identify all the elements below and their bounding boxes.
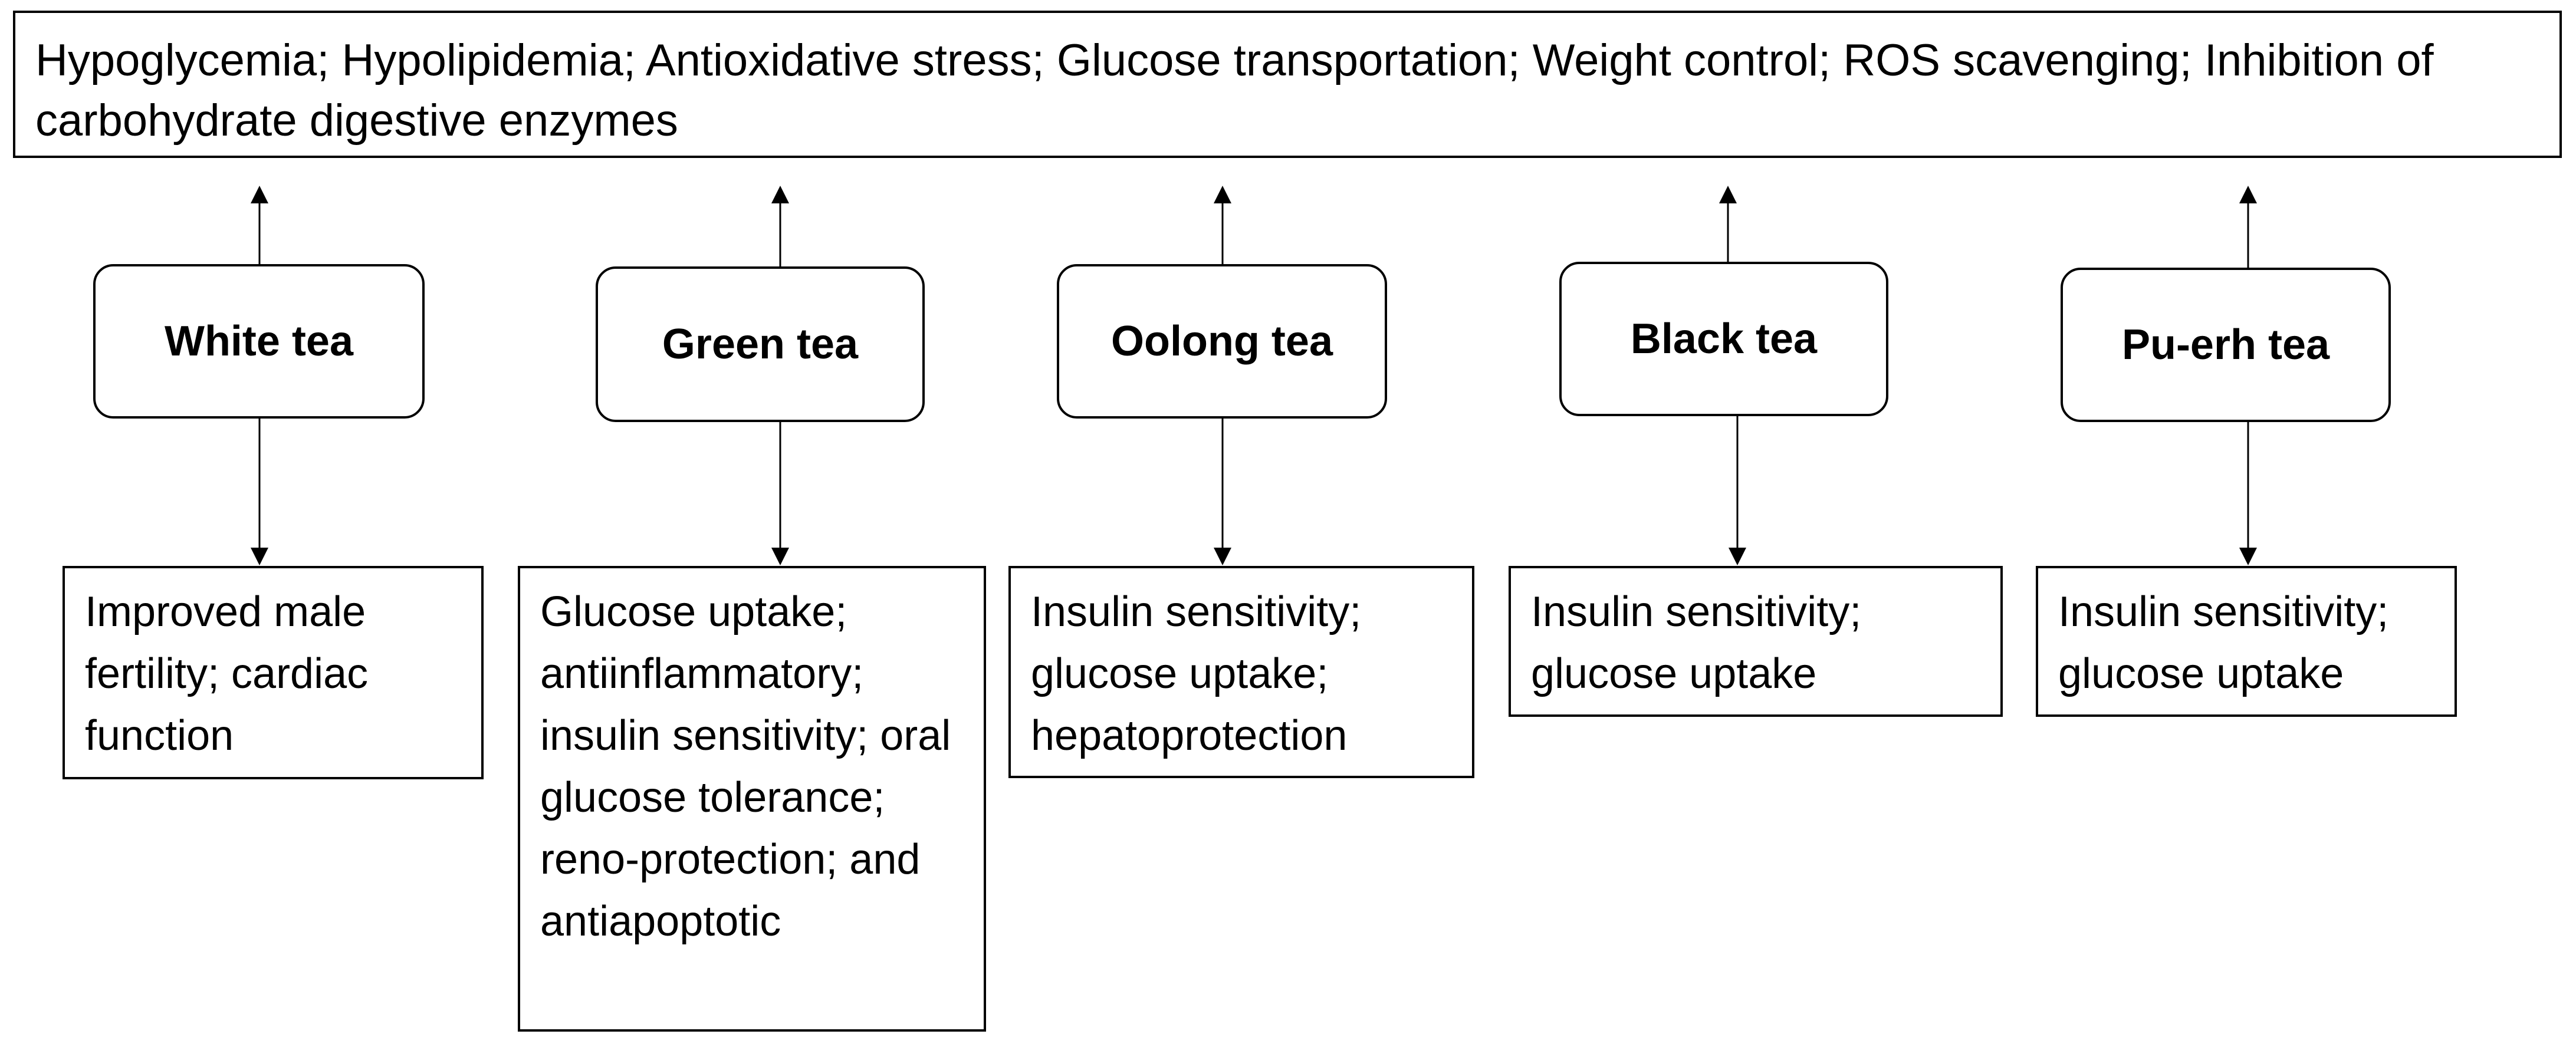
tea-node-pu-erh: Pu-erh tea	[2061, 268, 2391, 422]
tea-name-oolong: Oolong tea	[1111, 318, 1333, 365]
tea-name-pu-erh: Pu-erh tea	[2121, 321, 2330, 368]
tea-node-black: Black tea	[1559, 262, 1888, 416]
tea-node-green: Green tea	[596, 266, 925, 422]
effect-text-green: Glucose uptake; antiinflammatory; insuli…	[540, 588, 951, 945]
effect-text-black: Insulin sensitivity; glucose uptake	[1531, 588, 1862, 697]
tea-name-black: Black tea	[1630, 315, 1818, 363]
tea-node-white: White tea	[93, 264, 425, 419]
effect-text-pu-erh: Insulin sensitivity; glucose uptake	[2058, 588, 2389, 697]
effect-box-oolong: Insulin sensitivity; glucose uptake; hep…	[1008, 566, 1474, 778]
shared-effects-box: Hypoglycemia; Hypolipidemia; Antioxidati…	[13, 11, 2562, 158]
effect-text-oolong: Insulin sensitivity; glucose uptake; hep…	[1031, 588, 1362, 759]
tea-name-green: Green tea	[662, 321, 859, 368]
effect-box-green: Glucose uptake; antiinflammatory; insuli…	[518, 566, 986, 1032]
effect-box-black: Insulin sensitivity; glucose uptake	[1509, 566, 2003, 717]
tea-node-oolong: Oolong tea	[1057, 264, 1387, 419]
effect-box-pu-erh: Insulin sensitivity; glucose uptake	[2036, 566, 2457, 717]
effect-text-white: Improved male fertility; cardiac functio…	[85, 588, 369, 759]
tea-name-white: White tea	[164, 318, 354, 365]
effect-box-white: Improved male fertility; cardiac functio…	[63, 566, 484, 779]
shared-effects-text: Hypoglycemia; Hypolipidemia; Antioxidati…	[35, 35, 2434, 146]
